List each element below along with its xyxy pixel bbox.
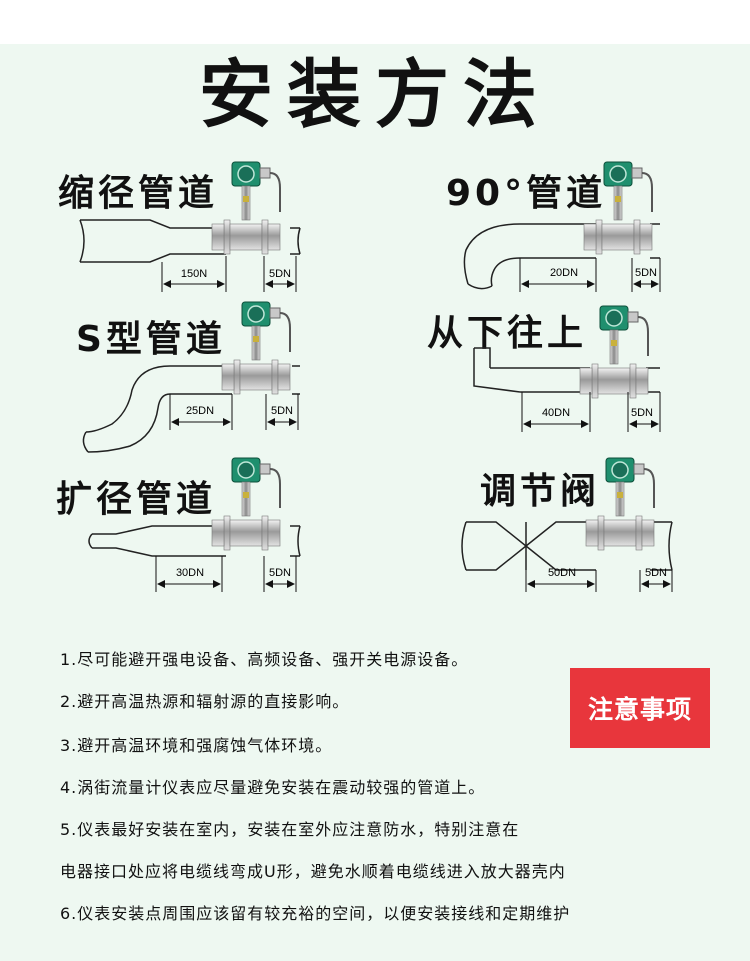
note-item: 4.涡街流量计仪表应尽量避免安装在震动较强的管道上。 [60,778,486,797]
dim-downstream-expander: 5DN [269,567,291,579]
top-band [0,0,750,44]
note-item: 电器接口处应将电缆线弯成U形，避免水顺着电缆线进入放大器壳内 [60,862,566,881]
dim-downstream-valve: 5DN [645,567,667,579]
note-item: 5.仪表最好安装在室内，安装在室外应注意防水，特别注意在 [60,820,520,839]
diagram-upward: 40DN 5DN [473,305,661,432]
note-item: 6.仪表安装点周围应该留有较充裕的空间，以便安装接线和定期维护 [60,904,571,923]
page-title: 安装方法 [199,52,551,138]
case-label-valve: 调节阀 [480,471,601,512]
case-label-expander: 扩径管道 [56,479,217,520]
note-item: 3.避开高温环境和强腐蚀气体环境。 [60,736,333,755]
dim-upstream-expander: 30DN [176,567,204,579]
dim-downstream-reducer: 5DN [269,268,291,280]
dim-upstream-reducer: 150N [181,268,207,280]
diagram-reducer: 150N 5DN [79,161,301,292]
diagram-s-pipe: 25DN 5DN [82,301,300,453]
diagram-valve: 50DN 5DN [461,457,673,592]
dim-downstream-s: 5DN [271,405,293,417]
warning-badge: 注意事项 [570,668,710,748]
dim-upstream-s: 25DN [186,405,214,417]
dim-upstream-valve: 50DN [548,567,576,579]
case-label-s-pipe: S型管道 [76,319,226,360]
case-label-reducer: 缩径管道 [58,173,219,214]
note-item: 2.避开高温热源和辐射源的直接影响。 [60,692,350,711]
dim-upstream-upward: 40DN [542,407,570,419]
dim-upstream-elbow: 20DN [550,267,578,279]
case-label-elbow90: 90°管道 [446,173,607,214]
diagram-expander: 30DN 5DN [88,457,301,592]
dim-downstream-upward: 5DN [631,407,653,419]
diagram-elbow90: 20DN 5DN [463,161,661,292]
note-item: 1.尽可能避开强电设备、高频设备、强开关电源设备。 [60,650,469,669]
dim-downstream-elbow: 5DN [635,267,657,279]
case-label-upward: 从下往上 [427,313,588,354]
